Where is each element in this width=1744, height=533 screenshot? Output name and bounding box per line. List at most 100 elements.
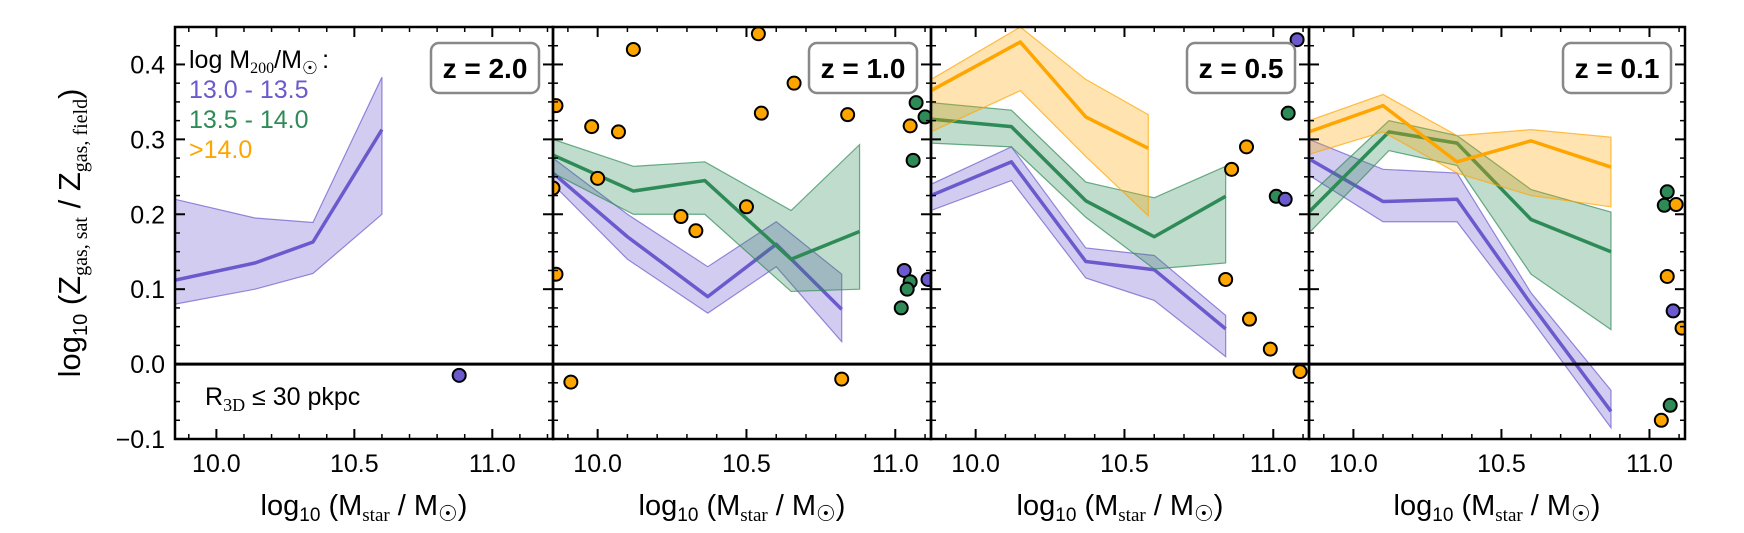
y-tick-label: 0.0 [130,351,165,379]
point-orange [673,209,689,225]
point-purple [451,367,467,383]
x-tick-label: 10.5 [330,450,379,478]
y-axis-label: log10 (Zgas, sat / Zgas, field) [52,89,92,378]
point-green [1280,105,1296,121]
x-tick-label: 11.0 [1250,450,1297,478]
point-orange [1238,139,1254,155]
point-orange [553,180,561,196]
point-purple [1289,32,1305,48]
x-tick-label: 11.0 [872,450,919,478]
point-orange [834,371,850,387]
line-purple [553,171,843,311]
point-orange [1241,311,1257,327]
point-orange [1653,412,1669,428]
point-green [908,95,924,111]
point-green [899,281,915,297]
y-axis-title: log10 (Zgas, sat / Zgas, field) [52,89,92,378]
point-orange [840,107,856,123]
redshift-box [1185,41,1297,95]
point-purple [1665,303,1681,319]
line-orange [1309,103,1612,169]
redshift-box [1561,41,1673,95]
point-orange [1674,320,1685,336]
panel-2: 10.0 10.5 11.0 log10 (Mstar / M☉) z = 1.0 [551,25,933,527]
x-axis-title: log10 (Mstar / M☉) [1394,490,1601,527]
point-orange [1668,197,1684,213]
band-purple [1309,138,1612,430]
redshift-label: z = 2.0 [443,53,528,84]
band-green [931,102,1227,270]
legend-title: log M200/M☉: [189,46,329,79]
legend-entry: >14.0 [189,136,252,164]
line-purple [175,128,384,282]
point-green [917,109,931,125]
plot-area [553,27,931,390]
line-green [553,153,861,261]
point-orange [1262,341,1278,357]
point-green [893,300,909,316]
x-tick-label: 10.0 [951,450,1000,478]
point-purple [920,271,931,287]
point-green [1662,397,1678,413]
radius-annotation: R3D ≤ 30 pkpc [205,383,360,415]
redshift-box [807,41,919,95]
band-purple [175,76,383,305]
redshift-box [429,41,541,95]
line-purple [931,160,1227,331]
point-green [1659,184,1675,200]
point-orange [902,118,918,134]
point-orange [625,41,641,57]
x-tick-label: 10.0 [192,450,241,478]
redshift-label: z = 0.1 [1575,53,1660,84]
redshift-label: z = 0.5 [1199,53,1284,84]
line-orange [931,40,1150,150]
band-orange [931,27,1149,218]
y-tick-label: 0.3 [130,126,165,154]
point-orange [553,266,564,282]
point-orange [563,374,579,390]
point-orange [584,119,600,135]
y-tick-label: 0.4 [130,51,165,79]
plot-area [175,76,553,383]
point-orange [1224,161,1240,177]
point-orange [753,105,769,121]
plot-area [931,27,1309,380]
x-tick-label: 10.5 [722,450,771,478]
x-axis-title: log10 (Mstar / M☉) [1017,490,1224,527]
point-orange [688,223,704,239]
point-green [905,152,921,168]
point-orange [1292,364,1308,380]
x-tick-label: 10.5 [1100,450,1149,478]
point-orange [786,75,802,91]
x-tick-label: 10.5 [1477,450,1526,478]
x-tick-label: 10.0 [1329,450,1378,478]
y-tick-label: −0.1 [116,426,165,454]
line-purple [1309,157,1613,413]
x-axis-title: log10 (Mstar / M☉) [639,490,846,527]
point-orange [738,199,754,215]
line-green [931,117,1227,239]
point-orange [610,124,626,140]
band-orange [1309,93,1612,208]
point-orange [590,170,606,186]
x-tick-label: 10.0 [573,450,622,478]
point-orange [1218,271,1234,287]
point-orange [553,98,564,114]
panel-3: 10.0 10.5 11.0 log10 (Mstar / M☉) z = 0.5 [929,25,1311,527]
legend-entry: 13.0 - 13.5 [189,76,309,104]
point-purple [896,262,912,278]
x-tick-label: 11.0 [469,450,516,478]
legend-entry: 13.5 - 14.0 [189,106,309,134]
plot-area [1309,93,1685,430]
point-purple [1277,191,1293,207]
point-orange [750,27,766,42]
x-axis-title: log10 (Mstar / M☉) [261,490,468,527]
point-orange [1659,268,1675,284]
line-green [1309,130,1612,254]
y-tick-label: 0.2 [130,201,165,229]
redshift-label: z = 1.0 [821,53,906,84]
